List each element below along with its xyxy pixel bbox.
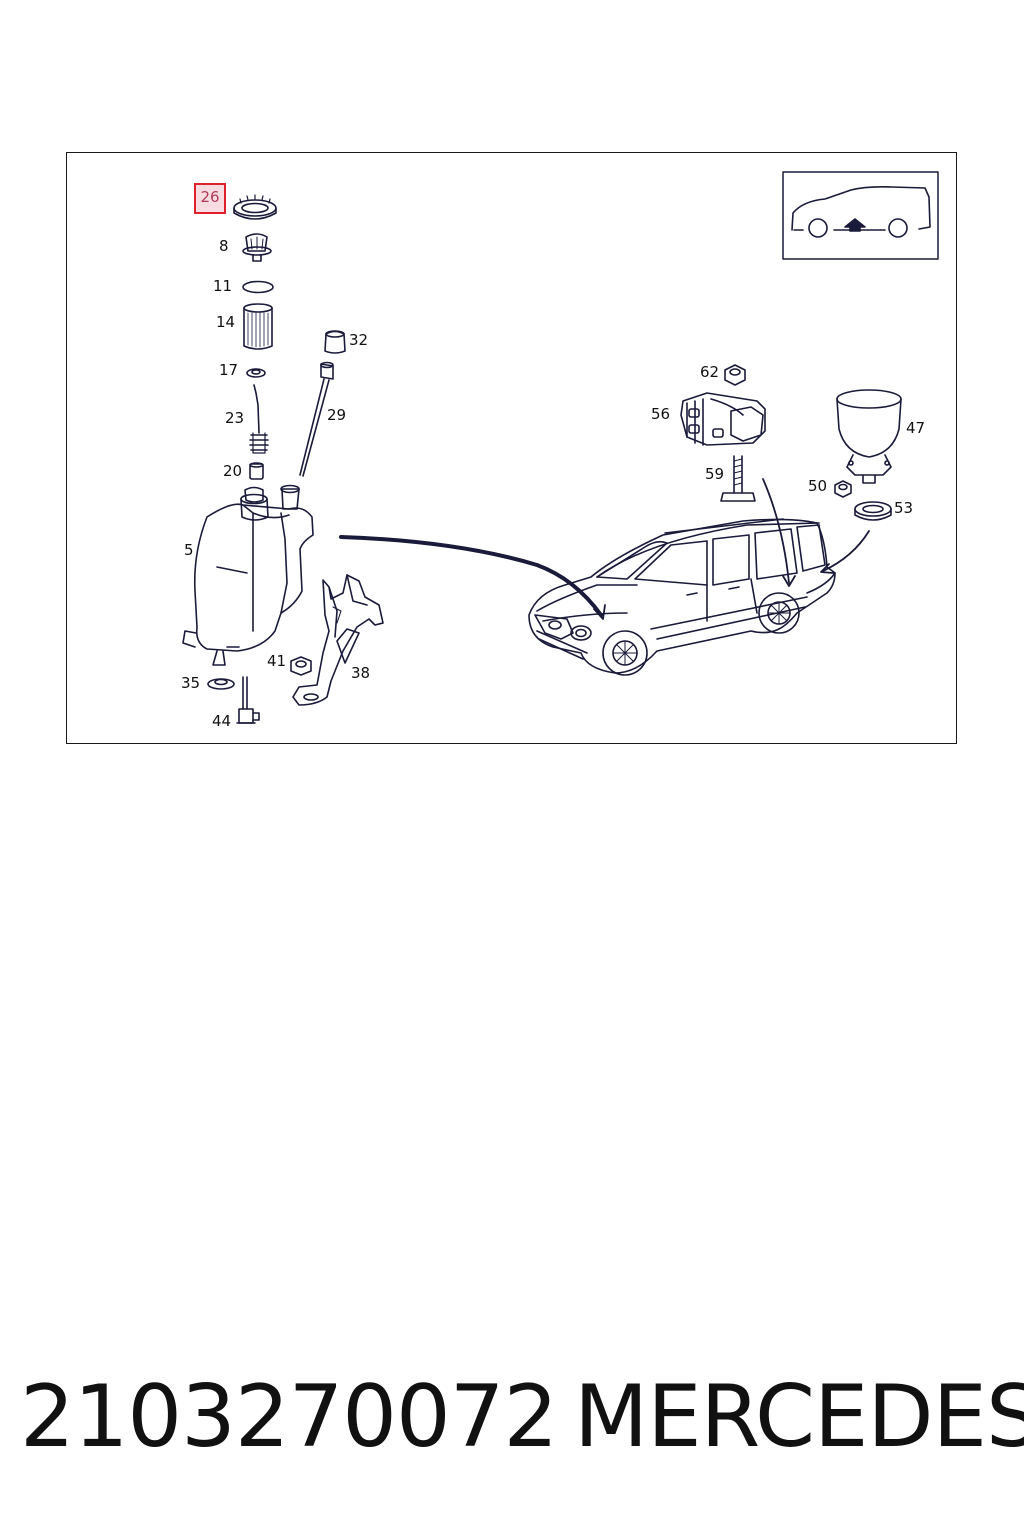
- callout-35[interactable]: 35: [181, 674, 201, 692]
- callout-53[interactable]: 53: [894, 499, 914, 517]
- part-41-nut-icon: [290, 656, 312, 676]
- diagram-drawing: [182, 171, 939, 724]
- parts-diagram: 26 8 11 14 17 23 20 32 29 5 35 44 41 38 …: [66, 152, 957, 744]
- callout-14[interactable]: 14: [216, 313, 236, 331]
- part-29-dipstick-icon: [299, 361, 334, 477]
- callout-26[interactable]: 26: [194, 183, 226, 214]
- part-17-seal-icon: [246, 368, 266, 378]
- callout-17[interactable]: 17: [219, 361, 239, 379]
- footer-caption: 2103270072 MERCEDES: [0, 1362, 1024, 1472]
- part-11-seal-ring-icon: [242, 280, 274, 294]
- part-number: 2103270072: [20, 1367, 558, 1467]
- part-50-nut-icon: [834, 480, 852, 498]
- part-62-nut-icon: [724, 364, 746, 386]
- part-5-reservoir-icon: [182, 484, 314, 666]
- estate-car-icon: [791, 186, 931, 238]
- callout-23[interactable]: 23: [225, 409, 245, 427]
- part-47-accumulator-icon: [836, 389, 902, 484]
- brand-name: MERCEDES: [574, 1367, 1024, 1467]
- callout-59[interactable]: 59: [705, 465, 725, 483]
- callout-38[interactable]: 38: [351, 664, 371, 682]
- part-44-sensor-icon: [236, 676, 260, 724]
- callout-29[interactable]: 29: [327, 406, 347, 424]
- callout-11[interactable]: 11: [213, 277, 233, 295]
- vehicle-location-thumbnail-icon: [782, 171, 939, 260]
- part-8-filler-cap-icon: [242, 233, 272, 262]
- part-35-grommet-icon: [207, 678, 235, 690]
- callout-32[interactable]: 32: [349, 331, 369, 349]
- callout-8[interactable]: 8: [219, 237, 229, 255]
- part-38-bracket-icon: [292, 574, 384, 706]
- callout-62[interactable]: 62: [700, 363, 720, 381]
- part-14-filter-icon: [243, 303, 273, 350]
- callout-50[interactable]: 50: [808, 477, 828, 495]
- part-20-sleeve-icon: [249, 462, 264, 480]
- part-26-ring-nut-icon: [233, 194, 277, 220]
- callout-47[interactable]: 47: [906, 419, 926, 437]
- part-59-bolt-icon: [720, 455, 756, 502]
- arrow-up-icon: [844, 218, 866, 232]
- callout-56[interactable]: 56: [651, 405, 671, 423]
- part-53-ring-icon: [854, 501, 892, 521]
- part-56-pump-icon: [680, 392, 766, 446]
- part-23-spring-valve-icon: [249, 384, 269, 454]
- estate-car-diagram-icon: [528, 518, 836, 676]
- callout-44[interactable]: 44: [212, 712, 232, 730]
- part-32-cap-icon: [324, 330, 346, 354]
- callout-20[interactable]: 20: [223, 462, 243, 480]
- callout-5[interactable]: 5: [184, 541, 194, 559]
- callout-41[interactable]: 41: [267, 652, 287, 670]
